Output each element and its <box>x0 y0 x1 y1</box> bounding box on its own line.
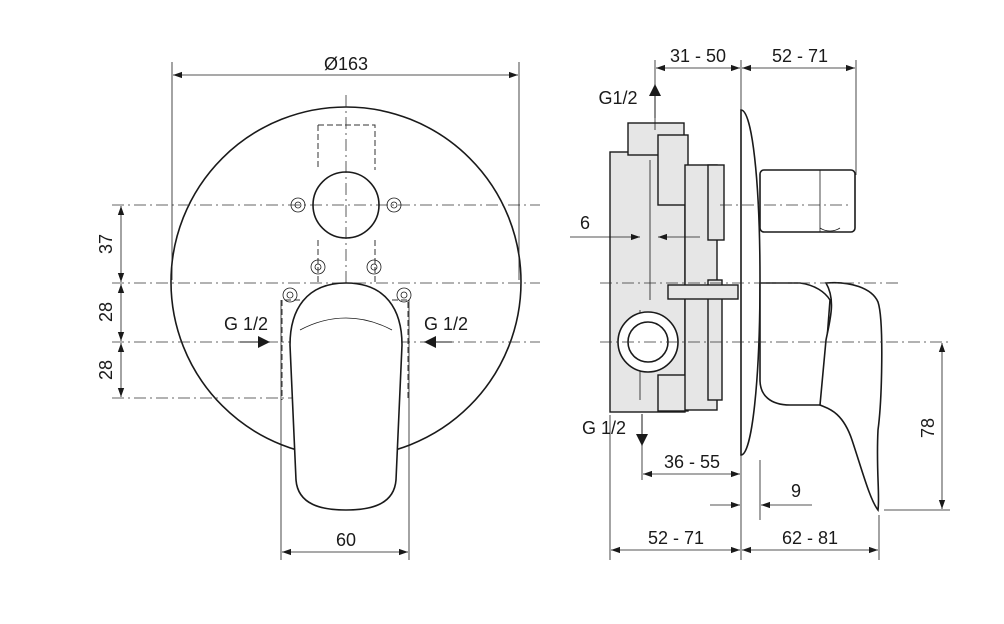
dim-78: 78 <box>918 418 938 438</box>
outlet-top-label: G1/2 <box>598 88 637 108</box>
lever-inner-line <box>299 317 393 331</box>
dim-31-50: 31 - 50 <box>670 46 726 66</box>
lever-handle-side <box>759 282 831 406</box>
dim-6: 6 <box>580 213 590 233</box>
diverter-hole <box>312 171 380 239</box>
dim-36-55: 36 - 55 <box>664 452 720 472</box>
dim-28-lower: 28 <box>96 360 116 380</box>
screw-bosses <box>282 197 412 303</box>
inlet-left-label: G 1/2 <box>224 314 268 334</box>
diameter-label: Ø163 <box>324 54 368 74</box>
dim-52-71-top: 52 - 71 <box>772 46 828 66</box>
dim-37: 37 <box>96 234 116 254</box>
outlet-bottom-label: G 1/2 <box>582 418 626 438</box>
dim-52-71-bottom: 52 - 71 <box>648 528 704 548</box>
dim-62-81: 62 - 81 <box>782 528 838 548</box>
dim-28-upper: 28 <box>96 302 116 322</box>
front-view: Ø163 37 28 28 G 1/2 G 1/2 60 <box>96 54 540 560</box>
cover-plate-side <box>740 109 761 456</box>
side-view: G1/2 G 1/2 31 - 50 52 - 71 6 36 - 55 9 5… <box>570 46 950 560</box>
diverter-knob <box>759 169 856 233</box>
dim-9: 9 <box>791 481 801 501</box>
width-60: 60 <box>336 530 356 550</box>
hidden-body-outline <box>281 124 409 400</box>
inlet-right-label: G 1/2 <box>424 314 468 334</box>
lever-handle-front <box>289 282 403 511</box>
